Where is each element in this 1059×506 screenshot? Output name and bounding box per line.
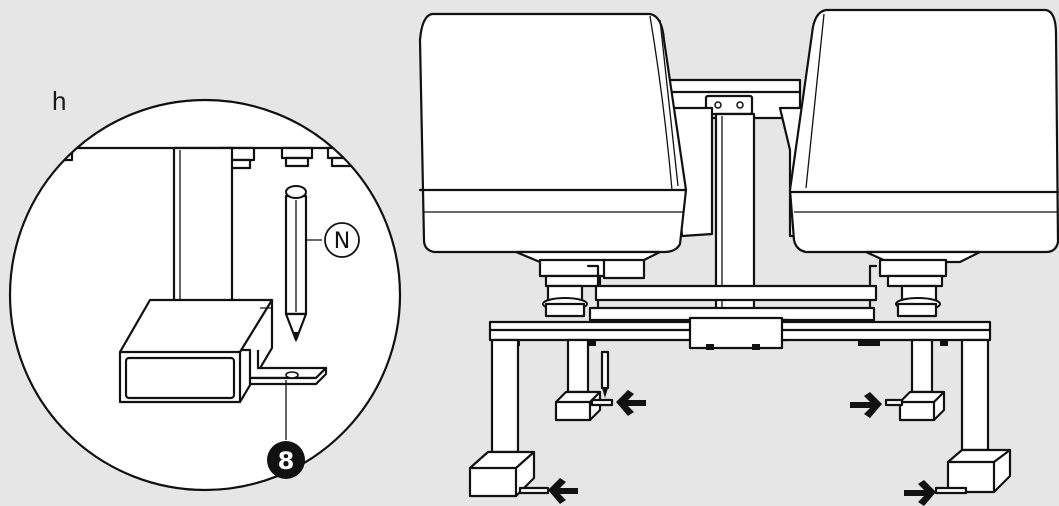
main-assembly xyxy=(418,8,1059,506)
pencil-icon xyxy=(600,350,610,398)
right-swivel xyxy=(864,250,982,318)
arrow-left-icon xyxy=(616,390,646,416)
callout-8: 8 xyxy=(267,441,305,479)
instruction-text-fragment-1: h xyxy=(52,86,67,116)
right-seat xyxy=(788,8,1059,254)
callout-n: N xyxy=(324,222,360,258)
arrow-right-icon xyxy=(850,392,882,418)
arrow-right-icon xyxy=(904,480,936,506)
arrow-left-icon xyxy=(548,478,578,504)
left-seat xyxy=(418,12,688,254)
left-swivel xyxy=(514,250,662,318)
callout-n-label: N xyxy=(334,229,350,254)
callout-8-label: 8 xyxy=(278,447,295,475)
pencil-icon xyxy=(284,185,308,342)
detail-magnifier: N 8 xyxy=(8,98,402,492)
